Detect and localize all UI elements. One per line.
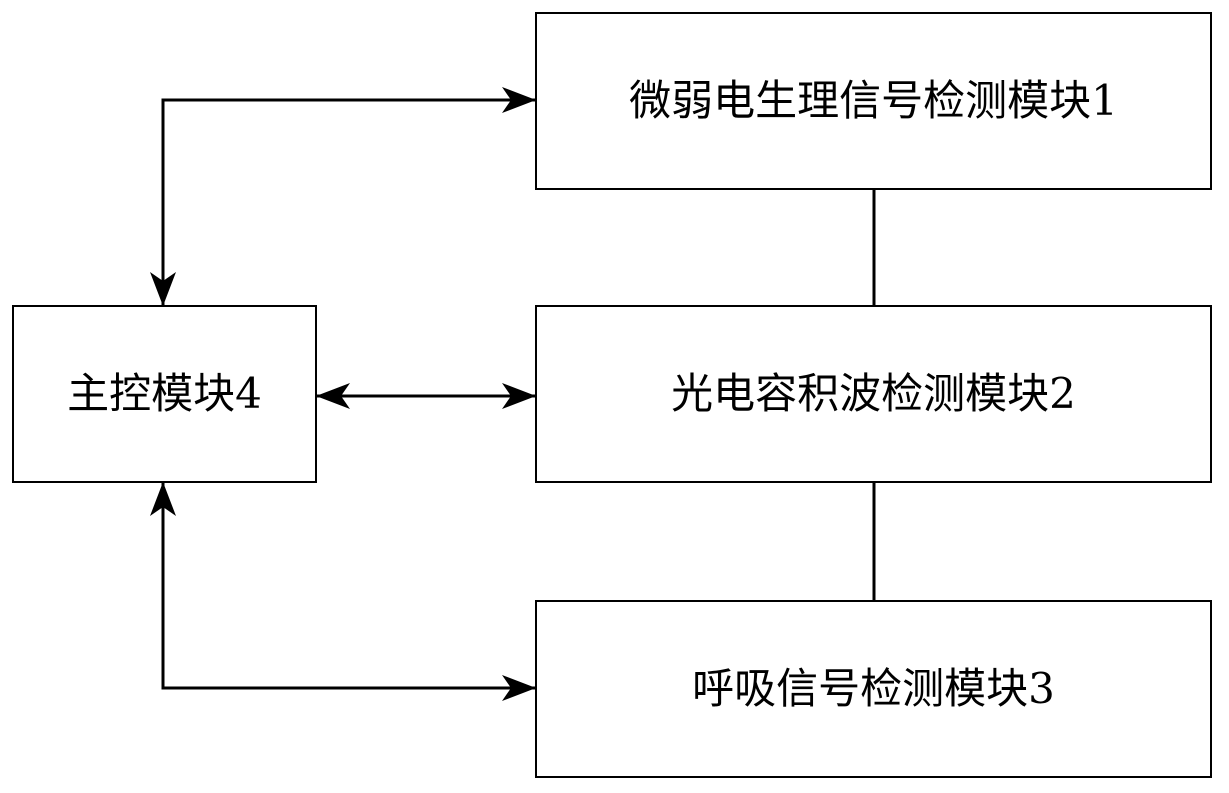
respiration-signal-module-box: 呼吸信号检测模块3 bbox=[535, 600, 1212, 778]
module4-label: 主控模块4 bbox=[67, 368, 262, 419]
module2-label: 光电容积波检测模块2 bbox=[671, 368, 1076, 419]
photoplethysmography-module-box: 光电容积波检测模块2 bbox=[535, 305, 1212, 483]
module3-label: 呼吸信号检测模块3 bbox=[692, 663, 1055, 714]
module1-label: 微弱电生理信号检测模块1 bbox=[549, 75, 1198, 126]
main-control-module-box: 主控模块4 bbox=[12, 305, 317, 483]
arrow-main-to-module3 bbox=[163, 483, 535, 688]
weak-electrophysiological-signal-module-box: 微弱电生理信号检测模块1 bbox=[535, 12, 1212, 190]
arrow-main-to-module1 bbox=[163, 100, 535, 305]
